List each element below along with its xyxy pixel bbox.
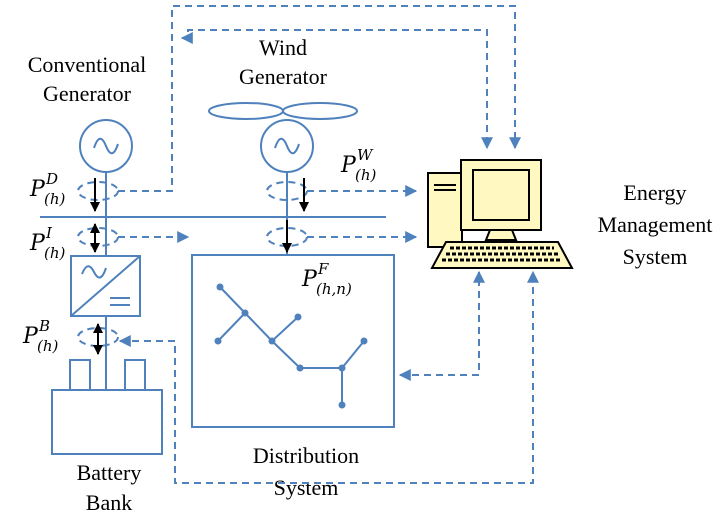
network-node (338, 364, 346, 372)
battery-label-line1: Battery (77, 460, 142, 485)
pd-sub: (h) (44, 190, 66, 208)
wind-generator-label: Wind Generator (239, 35, 328, 89)
pb-base: P (22, 324, 39, 349)
sine-wave-icon (93, 137, 119, 155)
distribution-system (191, 254, 395, 428)
pi-base: P (29, 231, 46, 256)
signal-line-distribution (398, 270, 485, 381)
ems-label: Energy Management System (598, 180, 713, 269)
network-node (296, 364, 304, 372)
wind-sine-icon (274, 137, 300, 155)
distribution-label-line2: System (274, 475, 339, 500)
battery-bank (51, 359, 163, 455)
pw-sub: (h) (355, 166, 377, 184)
power-label-pf: P F (h,n) (301, 260, 352, 298)
ems-label-line1: Energy (623, 180, 686, 205)
network-branch (217, 312, 246, 342)
monitor-stand (484, 229, 518, 241)
battery-terminal-left (69, 359, 91, 391)
signal-line-pd (118, 5, 521, 192)
battery-icon (51, 389, 163, 455)
desktop-computer-icon (427, 159, 574, 269)
network-node (214, 337, 222, 345)
pi-sub: (h) (44, 244, 66, 262)
network-node (338, 401, 346, 409)
wind-generator (208, 102, 358, 255)
measurement-ellipse-pb (77, 327, 119, 347)
network-branch (341, 340, 365, 369)
conventional-label-line2: Generator (43, 81, 132, 106)
ems-label-line2: Management (598, 212, 713, 237)
distribution-system-label: Distribution System (253, 443, 359, 500)
battery-bank-label: Battery Bank (77, 460, 142, 515)
conventional-generator (79, 119, 133, 217)
network-node (360, 337, 368, 345)
network-branch (271, 316, 299, 342)
pf-sup: F (317, 260, 329, 278)
pd-sup: D (45, 170, 58, 188)
conventional-label-line1: Conventional (28, 52, 147, 77)
power-label-pw: P W (h) (340, 146, 377, 184)
network-node (241, 309, 249, 317)
network-branch (271, 340, 342, 369)
battery-terminal-right (124, 359, 146, 391)
battery-label-line2: Bank (86, 490, 132, 515)
ems-label-line3: System (623, 244, 688, 269)
wind-label-line2: Generator (239, 64, 328, 89)
distribution-network (214, 283, 368, 409)
monitor-screen (472, 169, 530, 221)
conventional-generator-label: Conventional Generator (28, 52, 147, 106)
signal-line-battery (118, 270, 539, 484)
pw-base: P (340, 153, 357, 178)
pi-sup: I (45, 224, 53, 242)
measurement-ellipse-pd (77, 181, 119, 201)
power-label-pd: P D (h) (29, 170, 66, 208)
network-node (294, 313, 302, 321)
converter-diagonal (70, 255, 141, 317)
pw-sup: W (357, 146, 374, 164)
pb-sub: (h) (37, 337, 59, 355)
signal-line-wind (180, 29, 493, 150)
wind-label-line1: Wind (259, 35, 307, 60)
network-node (268, 337, 276, 345)
network-node (216, 283, 224, 291)
network-branch (219, 286, 246, 314)
measurement-ellipse-pi (77, 227, 119, 247)
power-label-pi: P I (h) (29, 224, 66, 262)
power-label-pb: P B (h) (22, 317, 59, 355)
ac-dc-converter-icon (81, 265, 107, 279)
pb-sup: B (38, 317, 50, 335)
turbine-blade-left (208, 102, 284, 120)
distribution-label-line1: Distribution (253, 443, 359, 468)
pf-sub: (h,n) (316, 280, 352, 298)
turbine-blade-right (282, 102, 358, 120)
pd-base: P (29, 177, 46, 202)
network-branch (244, 312, 273, 342)
